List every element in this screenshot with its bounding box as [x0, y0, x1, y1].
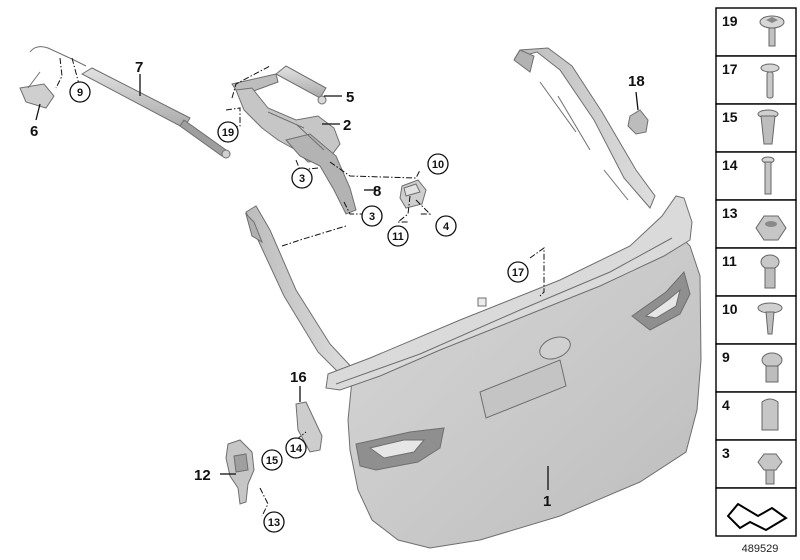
svg-text:17: 17 [722, 61, 738, 77]
legend-cell-4: 4 [715, 391, 797, 441]
callout-5: 5 [346, 89, 354, 106]
svg-text:15: 15 [722, 109, 738, 125]
callout-12: 12 [194, 467, 211, 484]
svg-text:11: 11 [392, 231, 404, 243]
short-torx-bolt-icon [761, 352, 783, 383]
callout-3a: 3 [291, 167, 313, 189]
callout-2: 2 [343, 117, 351, 134]
svg-text:14: 14 [290, 443, 303, 455]
legend-cell-15: 15 [715, 103, 797, 153]
blind-rivet-nut-icon [757, 109, 779, 145]
svg-text:11: 11 [722, 253, 737, 269]
callout-9: 9 [69, 81, 91, 103]
gas-strut-left [19, 46, 231, 159]
trim-cover-part-16 [295, 401, 323, 453]
washer-head-screw-icon [757, 302, 783, 335]
diagram-number: 489529 [742, 543, 779, 555]
hex-flange-nut-icon [755, 215, 787, 241]
torx-flange-screw-icon [759, 15, 785, 47]
svg-text:4: 4 [443, 221, 450, 233]
cap-icon [761, 398, 779, 431]
svg-text:13: 13 [722, 205, 738, 221]
svg-text:9: 9 [722, 349, 730, 365]
svg-text:3: 3 [299, 173, 305, 185]
tailgate-assembly [245, 47, 702, 549]
legend-cell-13: 13 [715, 199, 797, 249]
callout-14: 14 [285, 437, 307, 459]
long-screw-icon [761, 156, 775, 195]
callout-11: 11 [387, 225, 409, 247]
callout-18: 18 [628, 73, 645, 90]
legend-cell-19: 19 [715, 7, 797, 57]
clip-part-8 [399, 179, 427, 209]
svg-text:4: 4 [722, 397, 730, 413]
callout-3b: 3 [361, 205, 383, 227]
orientation-arrow-icon [726, 502, 788, 532]
callout-15: 15 [261, 449, 283, 471]
svg-text:10: 10 [432, 159, 444, 171]
buffer-part-18 [627, 109, 649, 135]
legend-cell-14: 14 [715, 151, 797, 201]
svg-text:17: 17 [512, 267, 524, 279]
svg-text:19: 19 [222, 127, 234, 139]
callout-16: 16 [290, 369, 307, 386]
svg-text:15: 15 [266, 455, 278, 467]
expanding-rivet-icon [760, 63, 780, 99]
svg-text:9: 9 [77, 87, 83, 99]
svg-text:3: 3 [369, 211, 375, 223]
callout-8: 8 [373, 183, 381, 200]
svg-text:14: 14 [722, 157, 738, 173]
legend-cell-9: 9 [715, 343, 797, 393]
svg-text:19: 19 [722, 13, 738, 29]
legend-cell-10: 10 [715, 295, 797, 345]
callout-10: 10 [427, 153, 449, 175]
callout-7: 7 [135, 59, 143, 76]
legend-cell-3: 3 [715, 439, 797, 489]
callout-4: 4 [435, 215, 457, 237]
legend-cell-11: 11 [715, 247, 797, 297]
torx-bolt-icon [760, 254, 780, 289]
fastener-legend: 19 17 15 14 [715, 7, 797, 537]
callout-1: 1 [543, 493, 551, 510]
hex-collar-bolt-icon [757, 453, 783, 485]
tailgate-lock-part-12 [225, 439, 255, 505]
hinge-assembly [231, 65, 357, 215]
callout-labels: 1 2 5 6 7 8 12 16 18 3 3 4 9 10 11 [30, 59, 645, 533]
callout-13: 13 [263, 511, 285, 533]
callout-19: 19 [217, 121, 239, 143]
callout-6: 6 [30, 123, 38, 140]
svg-text:3: 3 [722, 445, 730, 461]
svg-text:10: 10 [722, 301, 738, 317]
svg-text:13: 13 [268, 517, 280, 529]
legend-cell-arrow [715, 487, 797, 537]
legend-cell-17: 17 [715, 55, 797, 105]
callout-17: 17 [507, 261, 529, 283]
